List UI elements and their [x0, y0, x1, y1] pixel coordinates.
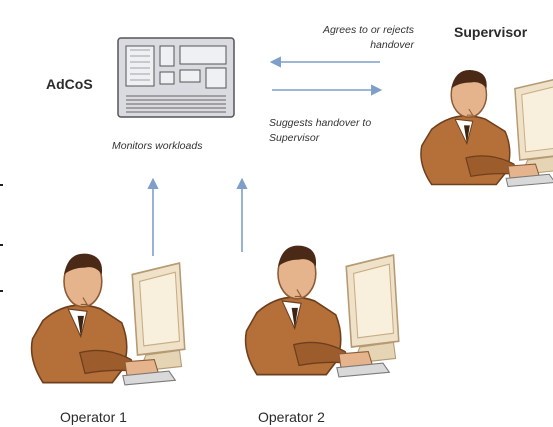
adcos-label: AdCoS — [46, 76, 93, 92]
operator-1-person-icon — [30, 252, 186, 386]
edge-label-agrees-line-2: handover — [370, 39, 414, 51]
operator-2-label: Operator 2 — [258, 409, 325, 425]
edge-mark — [0, 290, 3, 292]
supervisor-person-icon — [420, 69, 553, 188]
edge-mark — [0, 184, 3, 186]
operator-2-person-icon — [244, 244, 400, 378]
edge-label-suggests-line-1: Suggests handover to — [269, 117, 372, 129]
supervisor-label: Supervisor — [454, 24, 528, 40]
edge-label-suggests-line-2: Supervisor — [269, 132, 320, 144]
edge-mark — [0, 244, 3, 246]
adcos-caption: Monitors workloads — [112, 140, 203, 152]
operator-1-label: Operator 1 — [60, 409, 127, 425]
edge-label-agrees-line-1: Agrees to or rejects — [322, 24, 414, 36]
adcos-machine-icon — [117, 37, 235, 118]
